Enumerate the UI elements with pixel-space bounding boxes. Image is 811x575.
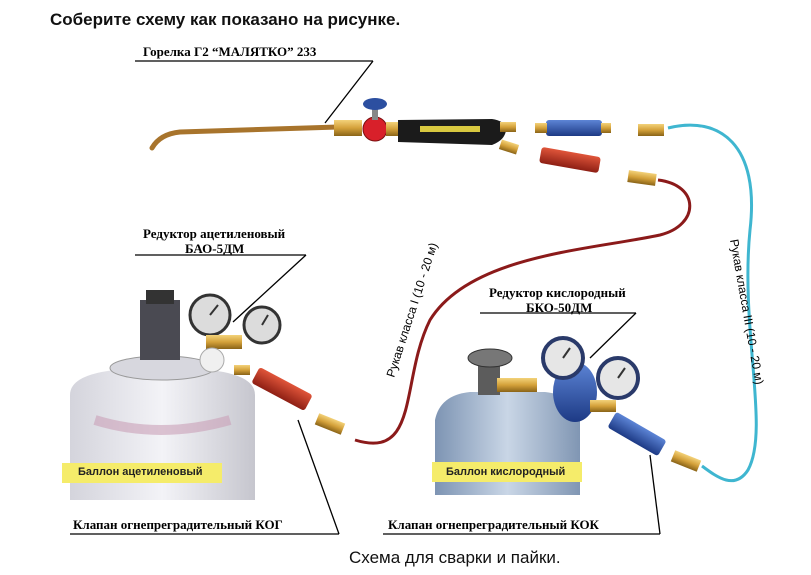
label-valve-kog: Клапан огнепреградительный КОГ bbox=[73, 517, 283, 532]
label-cylinder-oxygen: Баллон кислородный bbox=[446, 466, 566, 478]
oxygen-cylinder-assembly bbox=[432, 336, 702, 495]
label-torch: Горелка Г2 “МАЛЯТКО” 233 bbox=[143, 44, 317, 59]
caption: Схема для сварки и пайки. bbox=[349, 548, 561, 567]
label-valve-kok: Клапан огнепреградительный КОК bbox=[388, 517, 599, 532]
torch-valve-blue bbox=[363, 98, 387, 110]
torch-head bbox=[334, 120, 362, 136]
leader-lines bbox=[70, 60, 661, 535]
label-reducer-oxygen-2: БКО-50ДМ bbox=[526, 300, 593, 315]
hose-class1-red bbox=[354, 178, 692, 445]
acetylene-cylinder-assembly bbox=[62, 290, 346, 500]
acetylene-cylinder-label-bg bbox=[62, 463, 222, 483]
valve-kok bbox=[608, 412, 666, 456]
valve-kog bbox=[252, 368, 312, 410]
label-reducer-acetylene-2: БАО-5ДМ bbox=[185, 241, 245, 256]
label-reducer-oxygen-1: Редуктор кислородный bbox=[489, 285, 626, 300]
torch bbox=[149, 98, 520, 155]
label-cylinder-acetylene: Баллон ацетиленовый bbox=[78, 466, 203, 478]
page-title: Соберите схему как показано на рисунке. bbox=[50, 10, 401, 29]
hose-class1-label: Рукав класса I (10 - 20 м) bbox=[384, 241, 441, 379]
valve-red-top bbox=[539, 147, 601, 173]
torch-tube bbox=[149, 124, 341, 151]
oxygen-cylinder-label-bg bbox=[432, 462, 582, 482]
fittings-top bbox=[535, 120, 664, 186]
oxygen-valve-wheel bbox=[467, 348, 513, 368]
acetylene-cap bbox=[140, 300, 180, 360]
label-reducer-acetylene-1: Редуктор ацетиленовый bbox=[143, 226, 286, 241]
torch-valve-red bbox=[362, 116, 388, 142]
valve-blue-top bbox=[546, 120, 602, 136]
hose-class3-cyan bbox=[667, 123, 758, 483]
